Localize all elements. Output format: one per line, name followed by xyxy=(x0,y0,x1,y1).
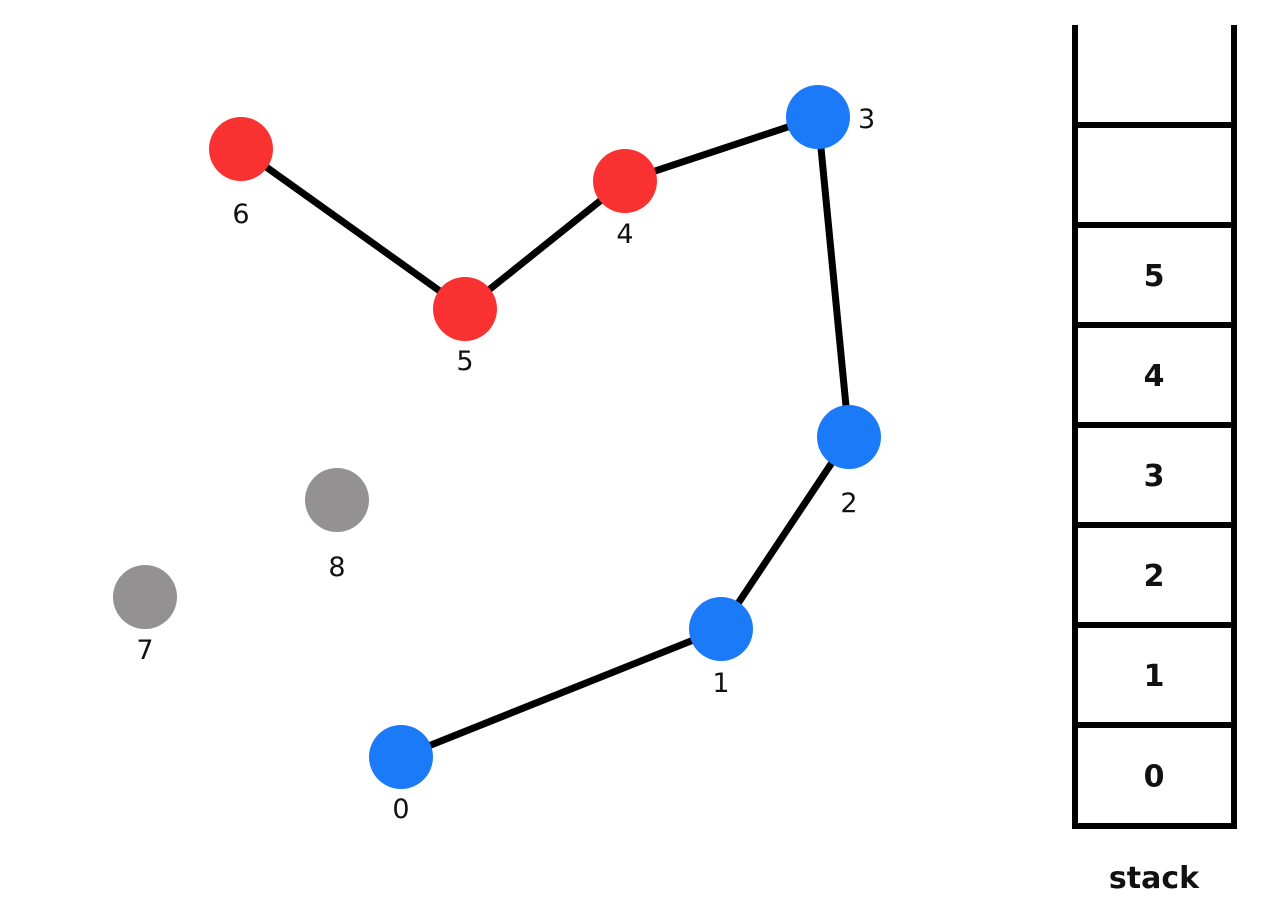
node-circle xyxy=(305,468,369,532)
edge-3-4 xyxy=(623,113,820,185)
edge-2-3 xyxy=(814,116,853,438)
stack-cell: 1 xyxy=(1144,659,1165,694)
node-label: 5 xyxy=(456,346,473,377)
node-1: 1 xyxy=(689,597,753,699)
node-circle xyxy=(786,85,850,149)
node-label: 2 xyxy=(840,488,857,519)
node-label: 4 xyxy=(616,219,633,250)
node-0: 0 xyxy=(369,725,433,825)
node-circle xyxy=(593,149,657,213)
nodes: 0 1 2 3 4 5 6 7 8 xyxy=(113,85,881,825)
stack-cell: 0 xyxy=(1144,760,1165,795)
edge-1-2 xyxy=(718,435,852,631)
node-circle xyxy=(209,117,273,181)
node-label: 1 xyxy=(712,668,729,699)
node-circle xyxy=(433,277,497,341)
stack-cell: 3 xyxy=(1144,459,1165,494)
node-label: 8 xyxy=(328,552,345,583)
node-3: 3 xyxy=(786,85,875,149)
node-5: 5 xyxy=(433,277,497,377)
node-8: 8 xyxy=(305,468,369,583)
edge-5-6 xyxy=(238,146,468,312)
stack-cell: 5 xyxy=(1144,259,1165,294)
node-circle xyxy=(369,725,433,789)
node-6: 6 xyxy=(209,117,273,230)
node-7: 7 xyxy=(113,565,177,666)
node-label: 3 xyxy=(858,104,875,135)
edge-4-5 xyxy=(462,178,628,312)
node-circle xyxy=(113,565,177,629)
node-4: 4 xyxy=(593,149,657,250)
node-circle xyxy=(689,597,753,661)
edge-0-1 xyxy=(399,625,723,761)
node-circle xyxy=(817,405,881,469)
stack-cell: 4 xyxy=(1144,359,1165,394)
node-label: 6 xyxy=(232,199,249,230)
stack-label: stack xyxy=(1109,861,1200,896)
stack-cell: 2 xyxy=(1144,559,1165,594)
node-label: 7 xyxy=(136,635,153,666)
node-2: 2 xyxy=(817,405,881,519)
node-label: 0 xyxy=(392,794,409,825)
stack: 5 4 3 2 1 0 stack xyxy=(1072,25,1237,896)
edges xyxy=(238,113,853,761)
